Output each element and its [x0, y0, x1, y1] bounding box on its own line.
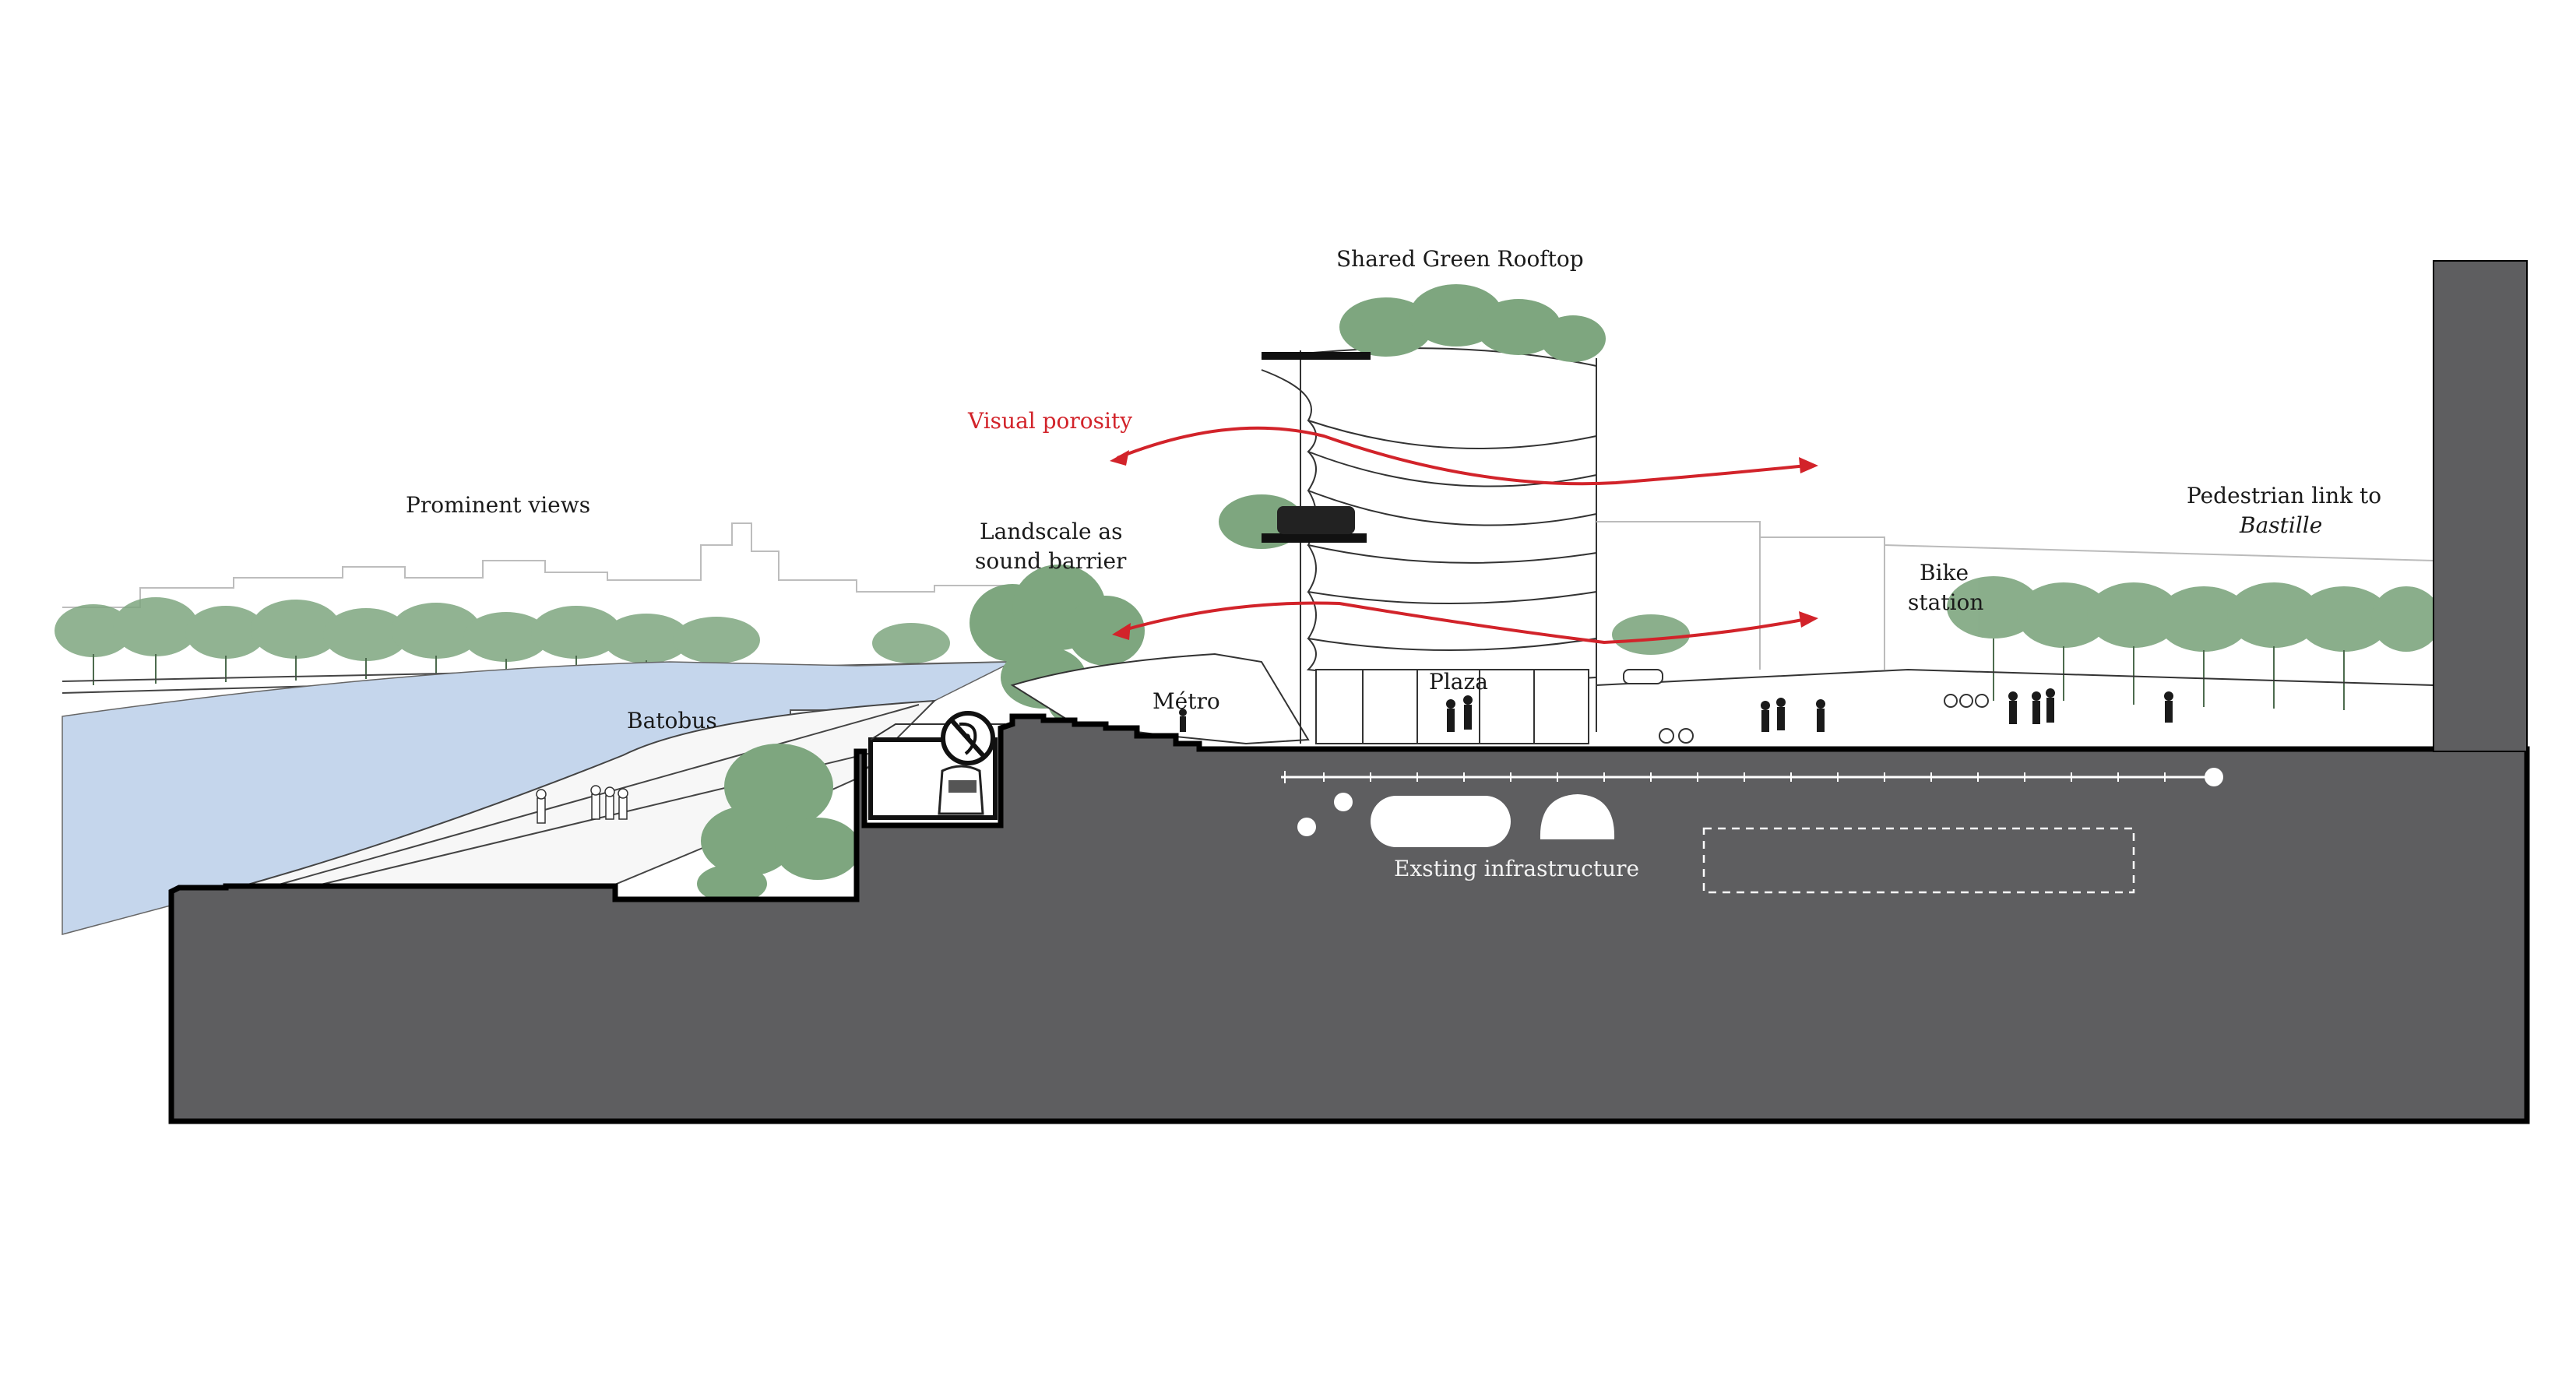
ground-section [168, 713, 2530, 1124]
arrow-heads [1110, 450, 1818, 640]
label-plaza: Plaza [1429, 669, 1488, 695]
rooftop-trees [1339, 284, 1606, 362]
label-bike-2: station [1908, 589, 1983, 615]
distant-skyline [62, 522, 1012, 608]
car [1623, 669, 1663, 684]
right-wall [2433, 260, 2528, 752]
label-landscale-1: Landscale as [980, 519, 1122, 544]
balcony-crowd [1277, 506, 1355, 534]
quay-trees [697, 744, 860, 903]
label-rooftop: Shared Green Rooftop [1336, 246, 1584, 272]
label-pedestrian-2: Bastille [2239, 512, 2322, 538]
label-visual-porosity: Visual porosity [967, 408, 1132, 434]
label-metro: Métro [1153, 688, 1220, 714]
label-pedestrian-1: Pedestrian link to [2187, 483, 2381, 508]
label-prominent-views: Prominent views [406, 492, 590, 518]
bike-rack [1659, 694, 1989, 744]
quay-people [536, 785, 628, 824]
tree-row-left [55, 597, 950, 663]
existing-infrastructure [1281, 768, 2223, 894]
label-infrastructure: Exsting infrastructure [1394, 856, 1639, 881]
visual-porosity-arrows [1117, 426, 1807, 645]
label-landscale-2: sound barrier [975, 548, 1127, 574]
lower-quay [178, 699, 937, 909]
right-tree-row [1612, 576, 2441, 655]
street-curb [1596, 668, 2434, 686]
no-sound-icon [941, 711, 995, 765]
metro-train-icon [938, 765, 984, 815]
metro-station-box [868, 711, 1005, 820]
right-buildings [1596, 521, 2434, 670]
balconies [1262, 352, 1371, 543]
label-batobus: Batobus [627, 708, 717, 733]
street-pedestrians [1179, 688, 2173, 732]
quay-edge [217, 704, 920, 902]
label-bike-1: Bike [1920, 560, 1969, 586]
